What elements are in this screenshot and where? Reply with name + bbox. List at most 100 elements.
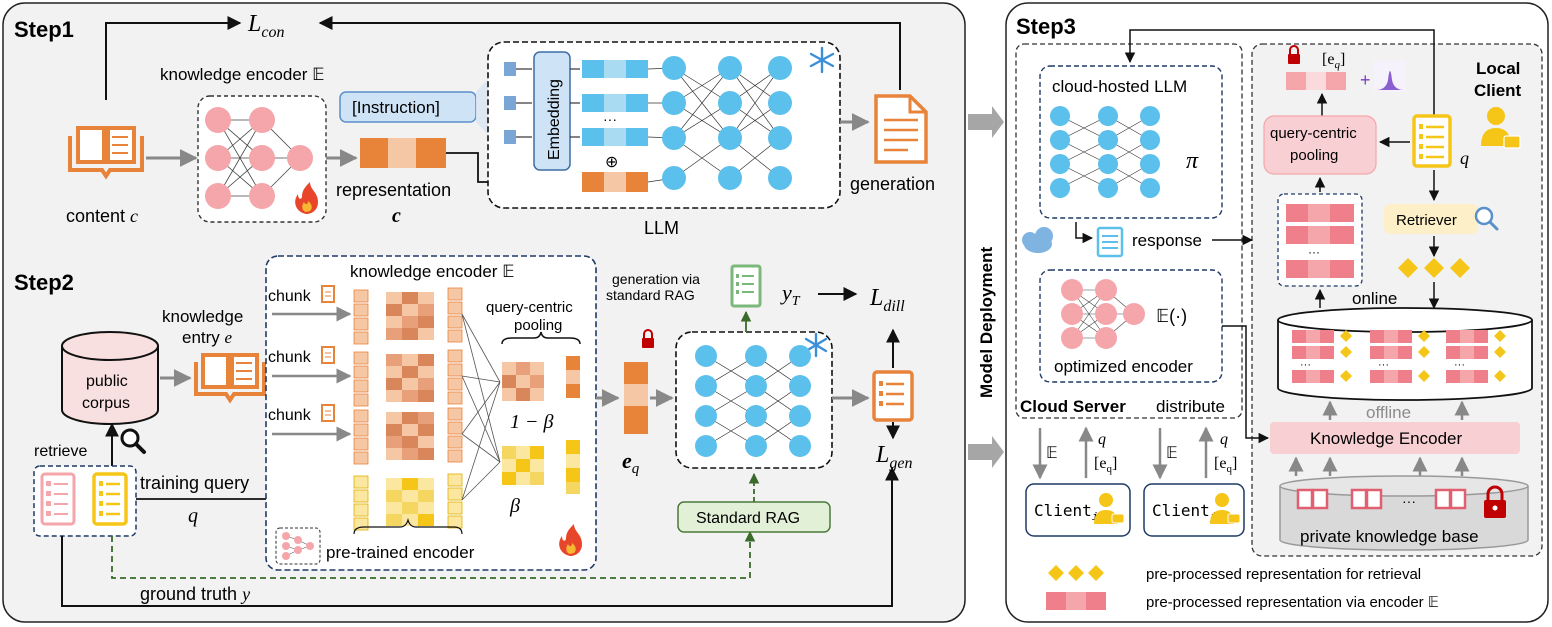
training-query-var: q <box>188 505 198 527</box>
optimized-encoder-label: optimized encoder <box>1054 357 1193 376</box>
one-minus-beta: 1 − β <box>510 411 553 433</box>
generation-document-icon <box>874 94 928 164</box>
chunk-doc-icon-1 <box>321 285 335 303</box>
online-label: online <box>1352 289 1397 308</box>
noise-distribution-icon <box>1374 60 1406 92</box>
generation-to-lcon-arrow <box>318 16 901 90</box>
pi-label: π <box>1186 148 1199 174</box>
fire-icon <box>295 182 318 214</box>
retriever-label: Retriever <box>1396 212 1457 229</box>
cloud-icon <box>1022 227 1053 253</box>
private-kb-label: private knowledge base <box>1300 527 1479 546</box>
client-i-label: Clienti <box>1034 501 1098 523</box>
deploy-arrow-bottom <box>968 436 1004 468</box>
loss-gen: Lgen <box>875 442 912 472</box>
step3-label: Step3 <box>1016 14 1076 39</box>
client-i-eq: [eq] <box>1094 455 1117 475</box>
client-j-E: 𝔼 <box>1166 445 1178 462</box>
gen-rag-line2: standard RAG <box>606 287 695 303</box>
distribute-label: distribute <box>1156 397 1225 416</box>
response-label: response <box>1132 231 1202 250</box>
standard-rag-label: Standard RAG <box>696 510 800 527</box>
embedding-box <box>533 51 571 171</box>
step2-llm-network <box>695 345 811 457</box>
top-eq-label: [eq] <box>1322 51 1345 71</box>
client-j-eq: [eq] <box>1214 455 1237 475</box>
step2-label: Step2 <box>14 270 74 295</box>
gen-rag-doc-icon <box>730 264 762 308</box>
retriever-magnifier-icon <box>1474 206 1499 231</box>
retriever-box <box>1384 204 1478 234</box>
chunk-label-2: chunk <box>268 349 312 366</box>
yT-label: yT <box>780 280 801 309</box>
client-i-q: q <box>1098 431 1106 448</box>
chunk-label-3: chunk <box>268 407 312 424</box>
chunk-doc-icon-3 <box>321 404 335 422</box>
gen-rag-line1: generation via <box>612 271 700 287</box>
eq-vector <box>624 362 648 434</box>
loss-con: Lcon <box>247 11 284 41</box>
plus-sign: + <box>1360 70 1371 90</box>
step1-llm-label: LLM <box>644 218 679 238</box>
query-document-icon <box>92 472 128 526</box>
step1-encoder-network <box>205 107 313 209</box>
db-rep-group-2 <box>1370 330 1430 383</box>
legend-retrieval-label: pre-processed representation for retriev… <box>1146 566 1421 583</box>
encoder-function-label: 𝔼(·) <box>1156 306 1187 326</box>
client-j-q: q <box>1220 431 1228 448</box>
embedding-vectors <box>582 60 648 192</box>
db-dots-3: ··· <box>1454 359 1465 371</box>
representation-bar <box>360 138 446 168</box>
chunk-doc-icon-2 <box>321 346 335 364</box>
private-kb-books <box>1296 488 1467 510</box>
top-eq-vector <box>1286 72 1346 90</box>
cloud-llm-box <box>1039 65 1223 219</box>
private-kb-dots: ··· <box>1402 493 1416 509</box>
snowflake-icon <box>809 46 835 74</box>
retriever-diamonds <box>1398 258 1470 278</box>
chunk-label-1: chunk <box>268 288 312 305</box>
optimized-encoder-box <box>1039 269 1223 383</box>
pooling-label-line1: query-centric <box>486 299 573 316</box>
local-pooling-box <box>1263 115 1377 175</box>
content-label: content c <box>66 206 138 226</box>
fire-icon-step2 <box>559 524 582 556</box>
snowflake-icon-step2 <box>804 332 828 358</box>
representation-var: c <box>392 205 401 227</box>
pretrained-label: pre-trained encoder <box>326 543 475 562</box>
client-i-user-icon <box>1094 493 1125 524</box>
local-user-icon <box>1481 107 1521 149</box>
step2-llm-box <box>675 331 833 469</box>
local-q-label: q <box>1460 148 1469 168</box>
instruction-label: [Instruction] <box>352 98 440 117</box>
db-dots-1: ··· <box>1300 359 1311 371</box>
content-to-lcon-arrow <box>105 16 242 100</box>
optimized-encoder-network <box>1061 279 1145 349</box>
public-corpus-line2: corpus <box>82 395 130 412</box>
public-corpus-cylinder <box>61 331 159 425</box>
chunk-row-1: chunk <box>268 285 352 322</box>
knowledge-encoder-label: Knowledge Encoder <box>1310 429 1463 448</box>
step2-encoder-title: knowledge encoder 𝔼 <box>350 262 515 281</box>
ground-truth-label: ground truth y <box>140 584 250 604</box>
generation-label: generation <box>850 174 935 194</box>
encoder-distribute-line <box>1222 325 1270 444</box>
knowledge-entry-book-icon <box>194 353 266 404</box>
knowledge-entry-line2: entry e <box>182 328 233 347</box>
step2-encoder-internals <box>353 287 580 531</box>
step1-label: Step1 <box>14 17 74 42</box>
legend-encoder-label: pre-processed representation via encoder… <box>1146 594 1439 611</box>
embedding-label: Embedding <box>546 79 563 160</box>
local-to-cloud-arrow <box>1124 29 1435 116</box>
knowledge-entry-line1: knowledge <box>162 307 243 326</box>
client-i-E: 𝔼 <box>1046 445 1058 462</box>
response-doc-icon <box>1096 226 1124 258</box>
checklist-icon <box>40 472 76 526</box>
pretrained-brace <box>353 517 463 535</box>
offline-label: offline <box>1366 403 1411 422</box>
lock-icon-top <box>1288 45 1300 64</box>
embedding-ellipsis: ··· <box>603 111 617 127</box>
step1-llm-network <box>647 56 792 190</box>
cloud-llm-network <box>1050 106 1160 198</box>
